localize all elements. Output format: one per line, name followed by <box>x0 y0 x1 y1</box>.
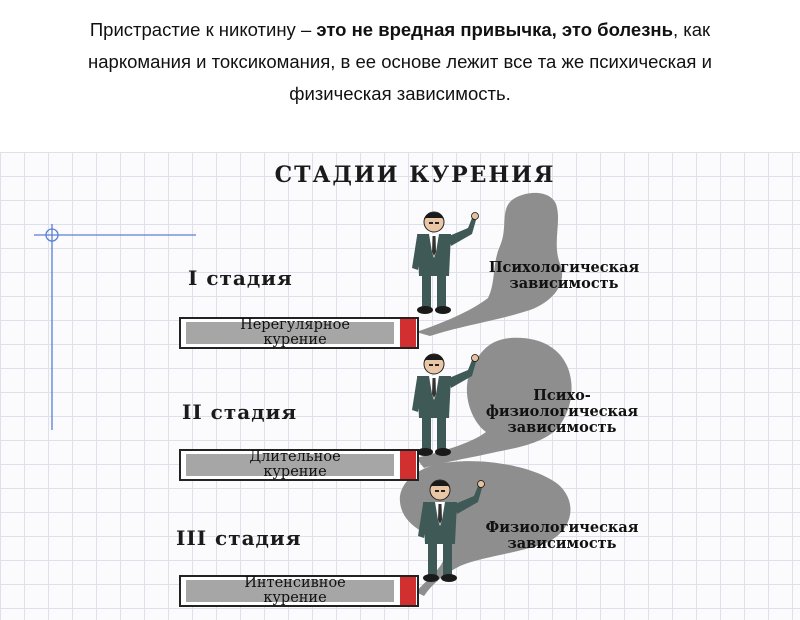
smoking-stages-diagram: СТАДИИ КУРЕНИЯ I стадия II стадия III ст… <box>0 152 800 620</box>
intro-line-3: физическая зависимость. <box>289 83 511 104</box>
stage-label-1: I стадия <box>188 266 293 290</box>
smoke-cloud-1 <box>416 192 563 336</box>
intro-line-2: наркомания и токсикомания, в ее основе л… <box>88 51 712 72</box>
intro-text: Пристрастие к никотину – это не вредная … <box>0 14 800 110</box>
cigarette-label-3: Интенсивное курение <box>244 575 346 606</box>
dependence-label-2: Психо- физиологическая зависимость <box>485 387 639 436</box>
cigarette-3 <box>179 575 419 607</box>
dependence-label-1: Психологическая зависимость <box>488 259 640 292</box>
diagram-title: СТАДИИ КУРЕНИЯ <box>274 162 556 188</box>
intro-bold-phrase: это не вредная привычка, это болезнь <box>316 19 673 40</box>
guide-lines <box>34 224 196 430</box>
cigarette-1 <box>179 317 419 349</box>
cigarette-2 <box>179 449 419 481</box>
cigarette-label-2: Длительное курение <box>249 449 341 480</box>
stage-label-2: II стадия <box>182 400 298 424</box>
intro-line-1: Пристрастие к никотину – это не вредная … <box>89 19 711 40</box>
dependence-label-3: Физиологическая зависимость <box>485 519 639 552</box>
diagram-graphics <box>34 192 572 607</box>
smoke-cloud-2 <box>416 337 572 468</box>
cigarette-label-1: Нерегулярное курение <box>240 317 350 348</box>
stage-label-3: III стадия <box>176 526 302 550</box>
